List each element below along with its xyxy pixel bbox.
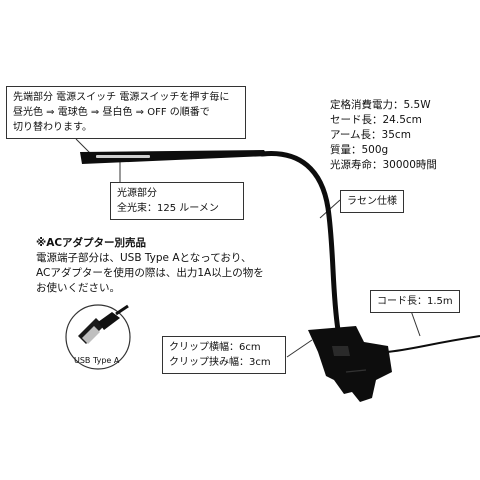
- cord-length-callout: コード長：1.5m: [370, 290, 460, 313]
- spec-list: 定格消費電力：5.5W セード長：24.5cm アーム長：35cm 質量：500…: [330, 98, 437, 173]
- spiral-callout: ラセン仕様: [340, 190, 404, 213]
- led-strip: [96, 155, 150, 158]
- light-line-1: 光源部分: [117, 188, 157, 199]
- spec-item: アーム長：35cm: [330, 129, 411, 141]
- tip-line-3: 切り替わります。: [13, 122, 92, 133]
- usb-connector-icon: [78, 304, 129, 344]
- clip-leader-line: [286, 339, 313, 358]
- tip-line-2: 昼光色 ⇒ 電球色 ⇒ 昼白色 ⇒ OFF の順番で: [13, 107, 210, 118]
- tip-line-1: 先端部分 電源スイッチ 電源スイッチを押す毎に: [13, 92, 230, 103]
- adapter-note-title: ※ACアダプター別売品: [36, 237, 147, 249]
- tip-switch-callout: 先端部分 電源スイッチ 電源スイッチを押す毎に 昼光色 ⇒ 電球色 ⇒ 昼白色 …: [6, 86, 246, 139]
- clip-line-1: クリップ横幅：6cm: [169, 342, 261, 353]
- adapter-note-line-3: お使いください。: [36, 282, 120, 294]
- adapter-note: ※ACアダプター別売品 電源端子部分は、USB Type Aとなっており、 AC…: [36, 236, 264, 296]
- power-cord: [385, 335, 480, 353]
- clip-base: [308, 326, 392, 402]
- light-source-callout: 光源部分 全光束：125 ルーメン: [110, 182, 244, 220]
- adapter-note-line-2: ACアダプターを使用の際は、出力1A以上の物を: [36, 267, 264, 279]
- clip-ridge: [332, 346, 350, 356]
- spec-item: セード長：24.5cm: [330, 114, 422, 126]
- spec-item: 質量：500g: [330, 144, 389, 156]
- spec-item: 定格消費電力：5.5W: [330, 99, 431, 111]
- spec-item: 光源寿命：30000時間: [330, 159, 437, 171]
- lamp-head: [80, 150, 268, 164]
- usb-type-label: USB Type A: [74, 356, 120, 365]
- clip-detail: [345, 369, 367, 373]
- clip-line-2: クリップ挟み幅：3cm: [169, 357, 271, 368]
- light-line-2: 全光束：125 ルーメン: [117, 203, 219, 214]
- clip-size-callout: クリップ横幅：6cm クリップ挟み幅：3cm: [162, 336, 286, 374]
- gooseneck-arm: [259, 151, 341, 333]
- adapter-note-line-1: 電源端子部分は、USB Type Aとなっており、: [36, 252, 252, 264]
